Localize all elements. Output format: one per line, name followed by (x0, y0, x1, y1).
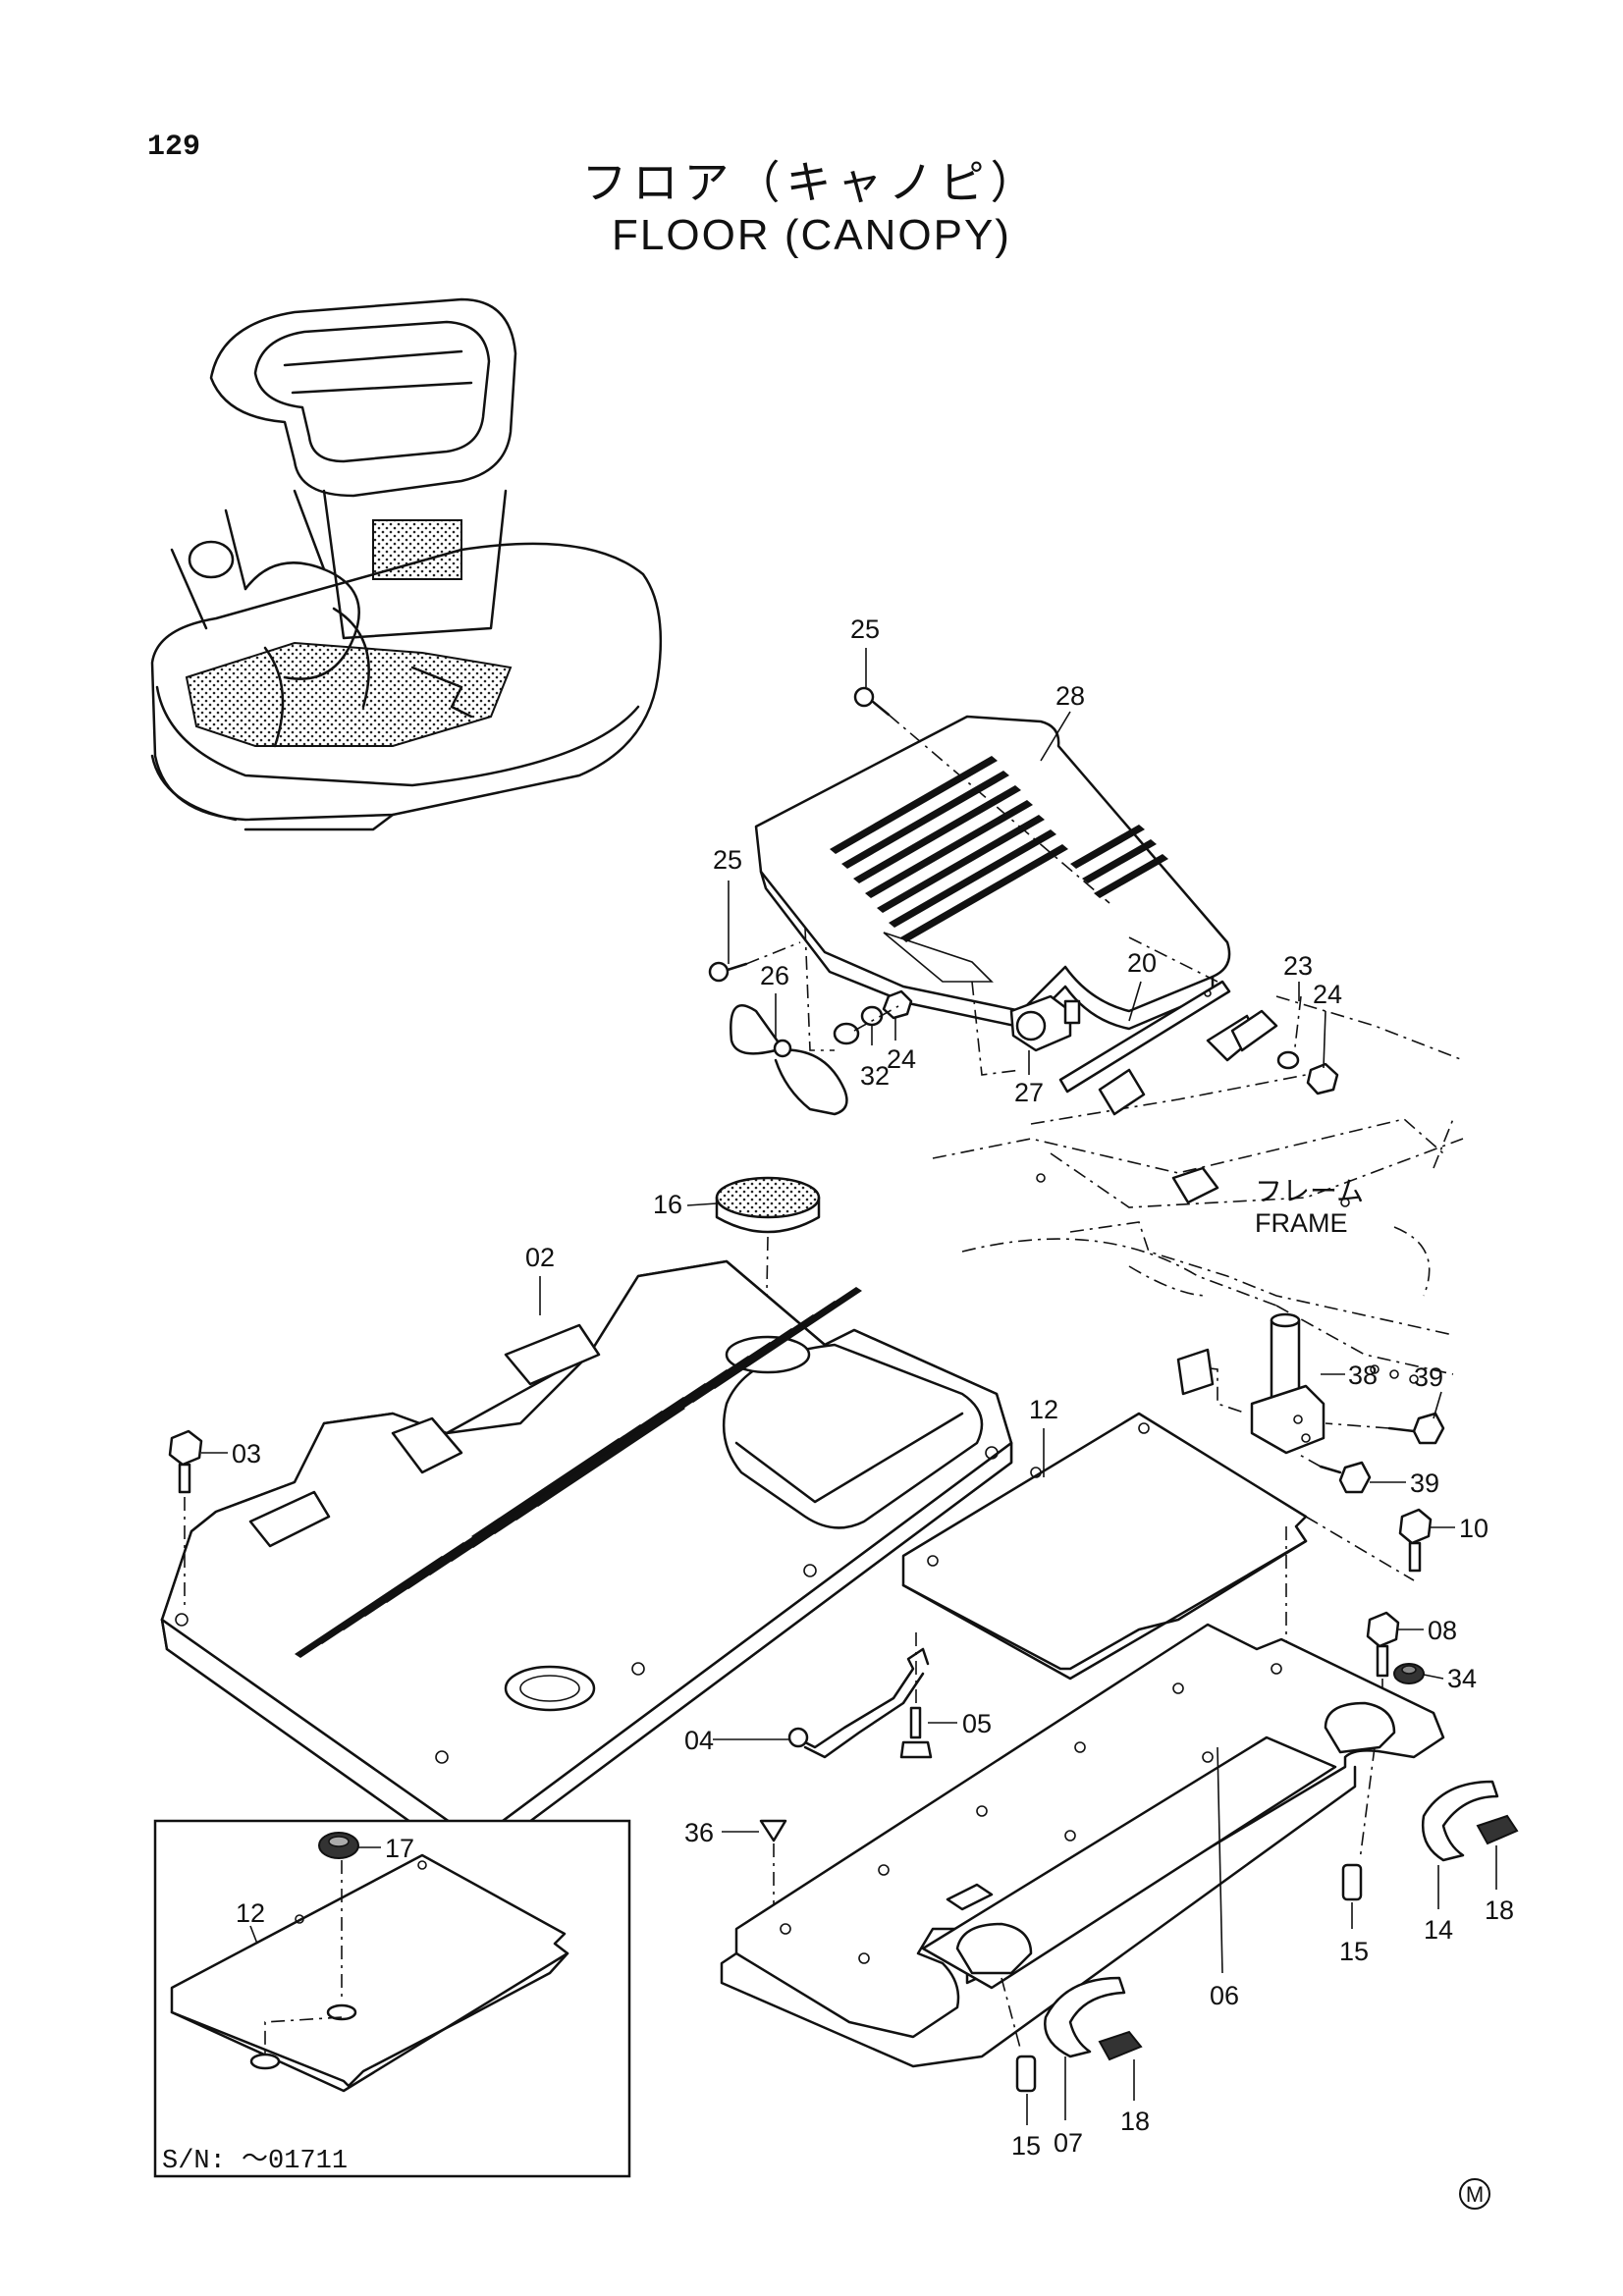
callout-08: 08 (1428, 1616, 1457, 1645)
callout-36: 36 (684, 1818, 714, 1847)
callout-06: 06 (1210, 1981, 1239, 2010)
callout-02: 02 (525, 1243, 555, 1272)
harness-04 (787, 1647, 930, 1759)
seat-stand-cover-group (708, 686, 1339, 1116)
callout-38: 38 (1348, 1361, 1378, 1390)
washer-23 (1276, 1050, 1300, 1070)
bolt-39-upper (1325, 1412, 1445, 1445)
callout-labels: 25 28 25 26 32 24 20 23 24 27 16 02 03 1… (232, 614, 1514, 2161)
callout-32: 32 (860, 1061, 890, 1091)
callout-17: 17 (385, 1834, 414, 1863)
bolt-25-left (708, 961, 748, 983)
callout-03: 03 (232, 1439, 261, 1468)
callout-34: 34 (1447, 1664, 1477, 1693)
callout-18-right: 18 (1485, 1896, 1514, 1925)
nut-24 (882, 989, 913, 1020)
model-mark-letter: M (1466, 2182, 1484, 2207)
page-number: 129 (147, 131, 201, 164)
callout-20: 20 (1127, 948, 1157, 978)
cover-plate-12 (901, 1412, 1415, 1747)
bolt-10 (1398, 1508, 1433, 1573)
callout-25-left: 25 (713, 845, 742, 875)
callout-15-left: 15 (1011, 2131, 1041, 2161)
callout-24-left: 24 (887, 1044, 916, 1074)
column-38 (1176, 1312, 1325, 1455)
inset-serial-range: S/N: ～01711 (162, 2147, 348, 2176)
lock-27 (1009, 994, 1081, 1052)
callout-39-lower: 39 (1410, 1468, 1439, 1498)
callout-15-right: 15 (1339, 1937, 1369, 1966)
cushion-07 (1044, 1976, 1126, 2058)
clip-36 (759, 1819, 787, 1904)
model-mark: M (1459, 2178, 1490, 2210)
bolt-05 (899, 1629, 933, 1759)
callout-12: 12 (1029, 1395, 1058, 1424)
callout-24-right: 24 (1313, 980, 1342, 1009)
hinge-plate-20 (1058, 980, 1231, 1094)
bolt-03 (168, 1429, 203, 1610)
callout-12-inset: 12 (236, 1898, 265, 1928)
callout-28: 28 (1055, 681, 1085, 711)
washer-32 (833, 1022, 860, 1045)
callout-04: 04 (684, 1726, 714, 1755)
callout-14: 14 (1424, 1915, 1453, 1945)
bolt-08 (1366, 1611, 1400, 1708)
callout-25-top: 25 (850, 614, 880, 644)
floor-plate-06 (720, 1623, 1445, 2068)
callout-39-upper: 39 (1414, 1362, 1443, 1392)
ground-cable-26 (730, 1004, 848, 1116)
rubber-18-right (1476, 1814, 1519, 1845)
damper-34 (1393, 1663, 1425, 1684)
stopper-15-right (1341, 1746, 1376, 1901)
callout-10: 10 (1459, 1514, 1488, 1543)
machine-overview-illustration (150, 297, 663, 831)
page-title-japanese: フロア（キャノピ） (581, 156, 1042, 209)
callout-07: 07 (1054, 2128, 1083, 2158)
frame-label-english: FRAME (1255, 1208, 1348, 1238)
page-title-english: FLOOR (CANOPY) (612, 211, 1011, 259)
floor-mat-02 (160, 1259, 1013, 1867)
cushion-17 (318, 1832, 359, 1859)
stopper-15-left (1001, 1977, 1037, 2093)
cushion-14 (1421, 1780, 1499, 1862)
callout-16: 16 (653, 1190, 682, 1219)
rubber-18-left (1098, 2030, 1143, 2061)
callout-26: 26 (760, 961, 789, 990)
inset-panel: S/N: ～01711 (153, 1819, 631, 2178)
nut-24-right (1306, 1062, 1339, 1095)
bolt-25-top (853, 686, 891, 717)
callout-05: 05 (962, 1709, 992, 1738)
bolt-39-lower (1295, 1452, 1372, 1494)
frame-label-japanese: フレーム (1255, 1175, 1364, 1207)
callout-18-left: 18 (1120, 2107, 1150, 2136)
leader-lines (201, 648, 1497, 2125)
callout-27: 27 (1014, 1078, 1044, 1107)
frame-outline (932, 995, 1464, 1384)
callout-23: 23 (1283, 951, 1313, 981)
washer-32b (860, 1005, 884, 1027)
